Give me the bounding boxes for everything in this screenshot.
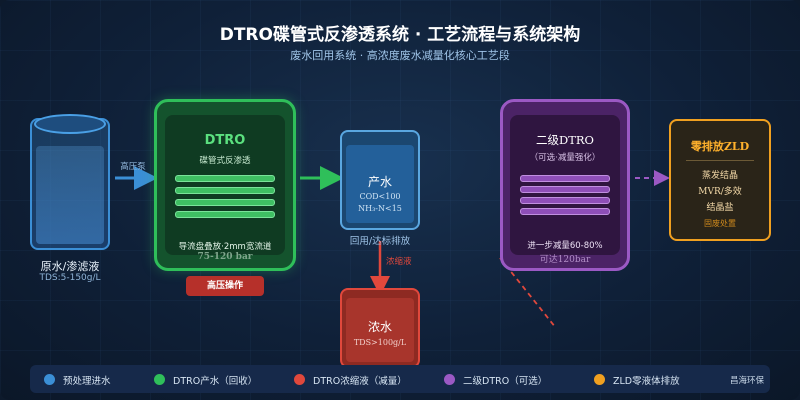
concentrate-flow-label: 浓缩液 xyxy=(386,257,412,267)
dtro-secondary-title: 二级DTRO xyxy=(536,133,594,147)
product-nh3: NH₃-N<15 xyxy=(358,204,402,213)
membrane-stack-icon xyxy=(520,186,610,193)
membrane-stack-icon xyxy=(175,211,275,218)
membrane-stack-icon xyxy=(520,208,610,215)
zld-item: 结晶盐 xyxy=(706,203,734,213)
dtro-main-subtitle: 碟管式反渗透 xyxy=(199,156,251,166)
membrane-stack-icon xyxy=(175,175,275,182)
dtro-main-title: DTRO xyxy=(204,133,246,148)
pump-label: 高压泵 xyxy=(120,162,146,172)
membrane-stack-icon xyxy=(175,187,275,194)
dtro-main-core xyxy=(165,115,285,255)
diagram-title: DTRO碟管式反渗透系统 · 工艺流程与系统架构 xyxy=(219,25,581,45)
membrane-stack-icon xyxy=(175,199,275,206)
legend-dot-feed xyxy=(44,374,55,385)
dtro-main-pressure: 75-120 bar xyxy=(197,252,253,262)
dtro-main-note: 导流盘叠放·2mm宽流道 xyxy=(178,242,272,252)
zld-title: 零排放ZLD xyxy=(690,140,750,153)
zld-divider xyxy=(686,160,754,161)
product-water-title: 产水 xyxy=(367,175,392,189)
zld-unit xyxy=(669,119,771,241)
concentrate-spec: TDS>100g/L xyxy=(353,338,407,347)
zld-item: 固废处置 xyxy=(704,219,736,228)
diagram-subtitle: 废水回用系统 · 高浓度废水减量化核心工艺段 xyxy=(290,49,510,62)
legend-item: 二级DTRO（可选） xyxy=(463,376,548,387)
legend-item: DTRO产水（回收） xyxy=(173,376,258,387)
product-cod: COD<100 xyxy=(359,192,401,201)
feed-tank-spec: TDS:5-150g/L xyxy=(39,273,101,283)
legend-dot-zld xyxy=(594,374,605,385)
legend-item: ZLD零液体排放 xyxy=(613,376,680,387)
product-water-label: 回用/达标排放 xyxy=(349,236,411,247)
zld-item: MVR/多效 xyxy=(698,187,742,197)
secondary-link-dashed xyxy=(499,257,557,329)
brand-label: 昌海环保 xyxy=(730,376,765,386)
dtro-secondary-note: 进一步减量60-80% xyxy=(527,241,603,251)
legend-dot-secondary xyxy=(444,374,455,385)
dtro-secondary-pressure: 可达120bar xyxy=(539,255,591,265)
product-water-core xyxy=(346,145,414,223)
dtro-secondary-core xyxy=(510,115,620,255)
feed-tank-lid xyxy=(34,114,106,134)
legend-bar xyxy=(30,365,770,393)
concentrate-core xyxy=(346,298,414,362)
zld-item: 蒸发结晶 xyxy=(701,171,738,181)
dtro-secondary-subtitle: （可选·减量强化） xyxy=(529,153,601,163)
high-pressure-button[interactable]: 高压操作 xyxy=(186,276,264,296)
membrane-stack-icon xyxy=(520,175,610,182)
concentrate-title: 浓水 xyxy=(367,320,392,334)
feed-tank-label: 原水/渗滤液 xyxy=(40,260,100,273)
legend-dot-permeate xyxy=(154,374,165,385)
membrane-stack-icon xyxy=(520,197,610,204)
legend-item: DTRO浓缩液（减量） xyxy=(313,376,407,387)
feed-tank-water xyxy=(36,146,104,244)
legend-item: 预处理进水 xyxy=(63,376,111,387)
legend-dot-concentrate xyxy=(294,374,305,385)
